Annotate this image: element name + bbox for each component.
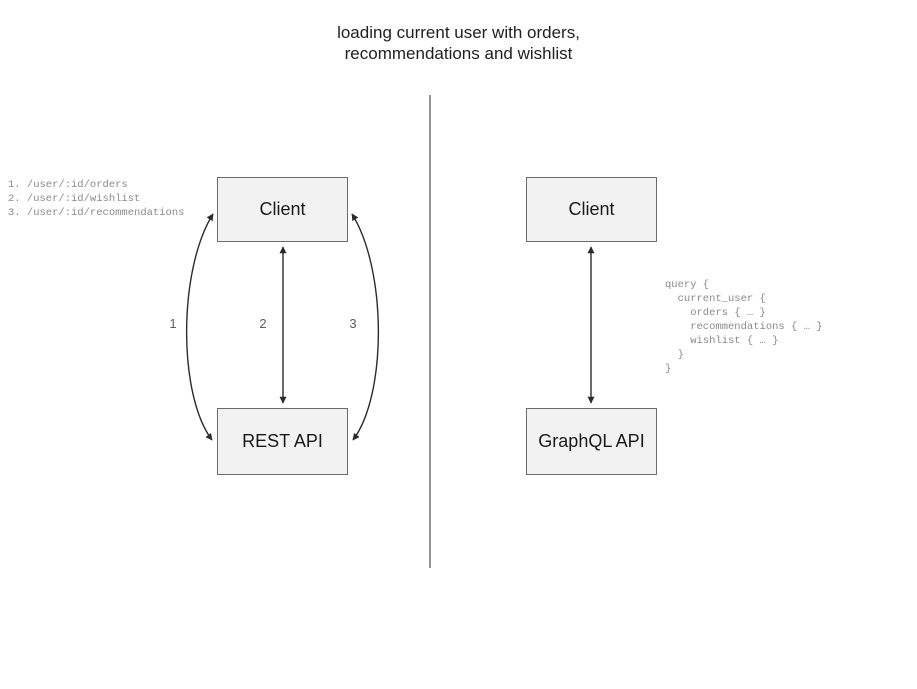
- node-client-graphql[interactable]: Client: [526, 177, 657, 242]
- edge-label-1: 1: [169, 316, 177, 331]
- node-graphql-api[interactable]: GraphQL API: [526, 408, 657, 475]
- graphql-query-text: query { current_user { orders { … } reco…: [665, 279, 823, 375]
- rest-endpoint-list: 1. /user/:id/orders 2. /user/:id/wishlis…: [8, 179, 185, 219]
- edge-label-3: 3: [349, 316, 357, 331]
- diagram-title: loading current user with orders, recomm…: [337, 23, 580, 63]
- edge-1-curve-left: [185, 213, 214, 441]
- edge-label-2: 2: [259, 316, 267, 331]
- node-client-rest[interactable]: Client: [217, 177, 348, 242]
- node-rest-api[interactable]: REST API: [217, 408, 348, 475]
